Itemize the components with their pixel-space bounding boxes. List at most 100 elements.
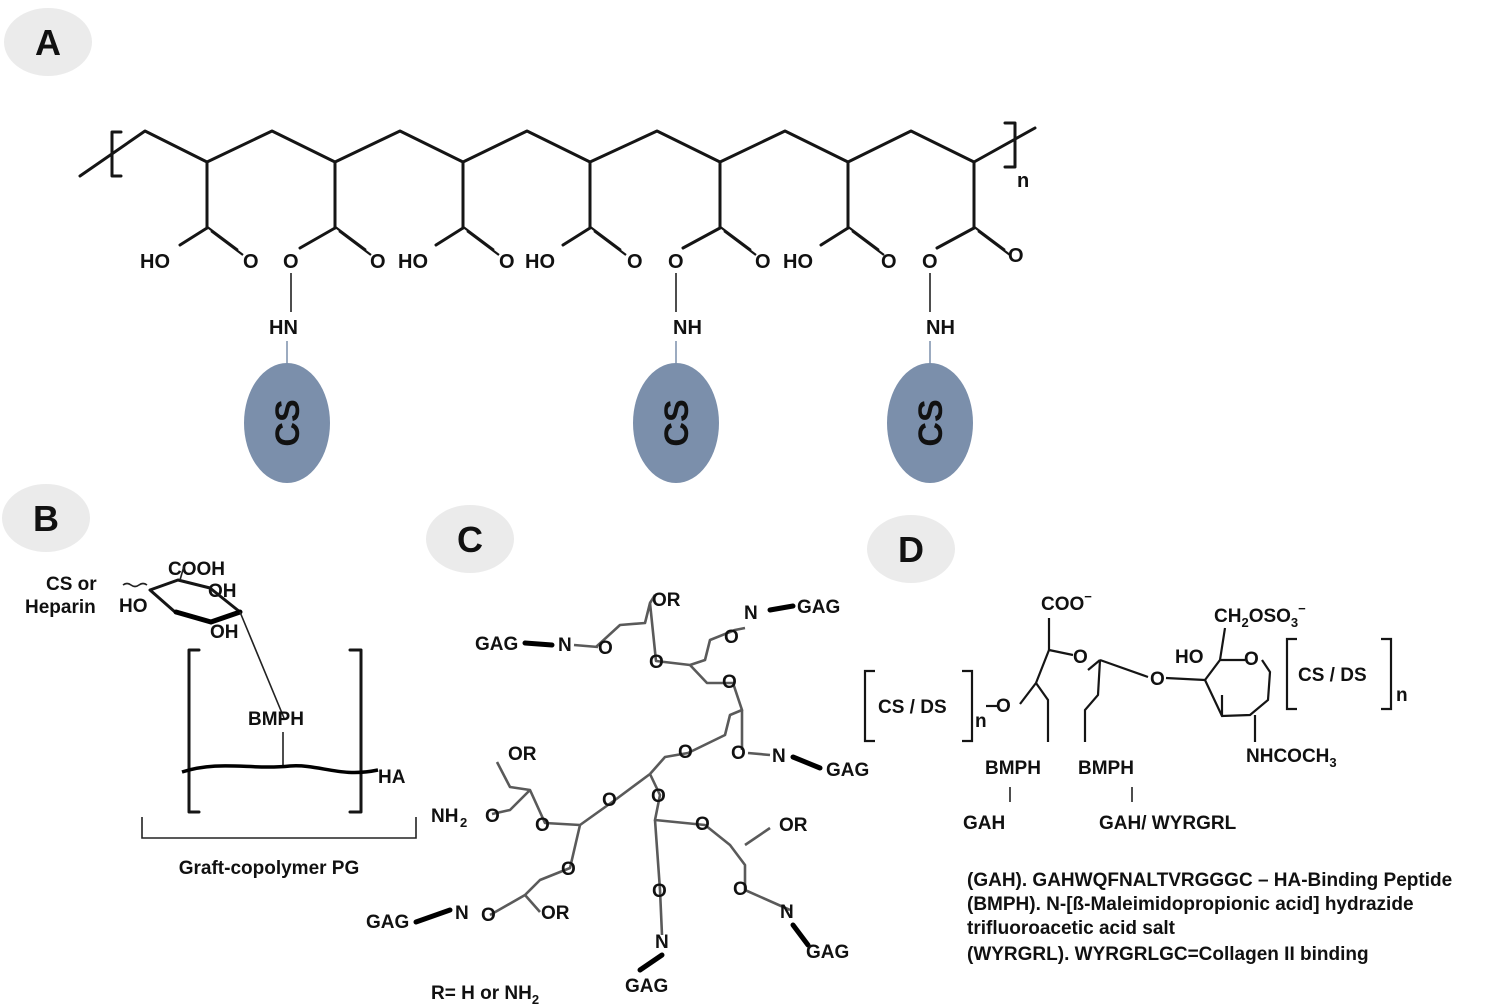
- o-ester-label-3: O: [922, 251, 938, 273]
- nh2-label: NH: [431, 806, 458, 827]
- repeat-n: n: [1017, 170, 1029, 192]
- ho-label-2: HO: [398, 251, 428, 273]
- dendrimer-or-bond-4: [524, 894, 541, 913]
- b-left-bracket: [187, 648, 201, 814]
- svg-text:O: O: [733, 879, 748, 900]
- o-label-6: O: [881, 251, 897, 273]
- gag-label-1: GAG: [475, 634, 518, 655]
- panel-a: A n: [4, 8, 1037, 483]
- oh-label-bottom: OH: [210, 622, 239, 643]
- right-bracket: [1003, 121, 1017, 169]
- dendrimer-core-down: [648, 773, 747, 890]
- gag-label-4: GAG: [366, 912, 409, 933]
- or-label-1: OR: [652, 590, 681, 611]
- o-label-4: O: [627, 251, 643, 273]
- ha-label: HA: [378, 767, 406, 788]
- cs-label-2: CS: [658, 399, 696, 446]
- legend-bmph: (BMPH). N-[ß-Maleimidopropionic acid] hy…: [967, 894, 1414, 915]
- n-label-right: N: [772, 746, 786, 767]
- dendrimer-arm-upper: [649, 664, 744, 775]
- d-bracket-left-open: [863, 669, 875, 743]
- bmph-label-d-1: BMPH: [985, 758, 1041, 779]
- or-label-4: OR: [541, 903, 570, 924]
- svg-text:O: O: [731, 743, 746, 764]
- hn-label-1: HN: [269, 317, 298, 339]
- o-ester-label-1: O: [283, 251, 299, 273]
- or-label-2: OR: [508, 744, 537, 765]
- panel-a-letter: A: [35, 22, 61, 63]
- cs-ds-left: CS / DS: [878, 697, 947, 718]
- d-bracket-left-close: [962, 669, 974, 743]
- legend-wyrgrl: (WYRGRL). WYRGRLGC=Collagen II binding: [967, 944, 1369, 965]
- dendrimer-core-left: [495, 761, 651, 827]
- svg-text:O: O: [481, 905, 496, 926]
- ch2oso3-label: CH2OSO3−: [1214, 601, 1306, 630]
- graft-brace: [141, 817, 417, 839]
- svg-text:O: O: [598, 638, 613, 659]
- dendrimer-or-bond-3: [744, 826, 771, 847]
- panel-b-badge: [2, 484, 90, 552]
- dendrimer-arm-left-low: [489, 824, 582, 917]
- dendrimer-arm-right-low: [744, 888, 791, 912]
- gah-wyrgrl-label: GAH/ WYRGRL: [1099, 813, 1237, 834]
- gag-label-3: GAG: [826, 760, 869, 781]
- svg-text:O: O: [535, 815, 550, 836]
- legend-bmph-cont: trifluoroacetic acid salt: [967, 918, 1176, 939]
- o-label-7: O: [1008, 245, 1024, 267]
- n-label-right-low: N: [780, 902, 794, 923]
- oh-label-top: OH: [208, 581, 237, 602]
- o-label-5: O: [755, 251, 771, 273]
- dendrimer-arm-top: [595, 601, 746, 667]
- graft-copolymer-caption: Graft-copolymer PG: [179, 858, 360, 879]
- o-label-3: O: [499, 251, 515, 273]
- svg-text:O: O: [649, 652, 664, 673]
- svg-text:O: O: [1150, 669, 1165, 690]
- bmph-label-d-2: BMPH: [1078, 758, 1134, 779]
- d-bracket-right-close: [1381, 637, 1393, 711]
- panel-c-badge: [426, 505, 514, 573]
- svg-text:O: O: [485, 806, 500, 827]
- ho-label: HO: [119, 596, 148, 617]
- svg-text:N: N: [558, 635, 572, 656]
- cooh-label: COOH: [168, 559, 225, 580]
- bmph-label-b: BMPH: [248, 709, 304, 730]
- ho-label-3: HO: [525, 251, 555, 273]
- d-bracket-right-open: [1285, 637, 1297, 711]
- panel-d-badge: [867, 515, 955, 583]
- carboxyl-groups: [178, 160, 1011, 256]
- nh-label-2: NH: [673, 317, 702, 339]
- svg-text:HO: HO: [1175, 647, 1204, 668]
- gag-label-6: GAG: [625, 976, 668, 997]
- n-label-left-low: N: [455, 903, 469, 924]
- d-uronic-ring: O O O: [996, 618, 1165, 742]
- nh-label-3: NH: [926, 317, 955, 339]
- svg-text:O: O: [722, 672, 737, 693]
- n-right: n: [1396, 685, 1408, 706]
- cs-oval-1: [244, 363, 330, 483]
- svg-text:O: O: [651, 786, 666, 807]
- dendrimer-or-bond-1: [648, 594, 657, 604]
- coo-label: COO−: [1041, 589, 1092, 615]
- panel-d: D COO− CH2OSO3− O O O HO O: [863, 515, 1452, 965]
- or-label-3: OR: [779, 815, 808, 836]
- svg-text:O: O: [652, 881, 667, 902]
- svg-text:O: O: [695, 814, 710, 835]
- svg-text:O: O: [602, 790, 617, 811]
- dendrimer-arm-bottom: [653, 819, 664, 936]
- panel-c: C O O O O O O O O O O O O O O O: [366, 505, 869, 1007]
- svg-text:O: O: [678, 742, 693, 763]
- d-galnac-ring: HO O: [1165, 627, 1272, 742]
- o-ester-label-2: O: [668, 251, 684, 273]
- o-label-1: O: [243, 251, 259, 273]
- left-bracket: [110, 130, 123, 178]
- o-label-2: O: [370, 251, 386, 273]
- n-label-top: N: [744, 603, 758, 624]
- legend-gah: (GAH). GAHWQFNALTVRGGGC – HA-Binding Pep…: [967, 870, 1452, 891]
- panel-b: B CS or Heparin COOH OH HO OH BMPH HA Gr…: [2, 484, 417, 879]
- cs-label-3: CS: [912, 399, 950, 446]
- heparin-label: Heparin: [25, 597, 96, 618]
- ho-label-1: HO: [140, 251, 170, 273]
- svg-text:2: 2: [460, 815, 467, 830]
- gag-label-2: GAG: [797, 597, 840, 618]
